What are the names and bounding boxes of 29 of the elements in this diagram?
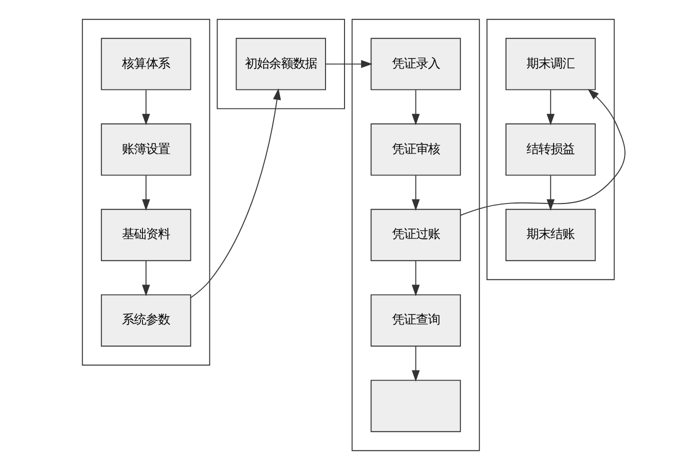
arrow (546, 90, 555, 126)
arrow (546, 175, 555, 211)
node-box: 基础资料 (100, 208, 192, 262)
node-box: 凭证审核 (370, 123, 461, 176)
node-box: 凭证查询 (370, 294, 461, 347)
node-box: 凭证过账 (370, 208, 461, 262)
node-box: 结转损益 (506, 123, 596, 176)
arrow (325, 60, 372, 68)
node-box (370, 380, 461, 432)
node-box: 期末调汇 (506, 38, 596, 90)
arrow (460, 88, 626, 216)
arrow (412, 175, 420, 211)
cluster (486, 18, 615, 280)
arrow (412, 260, 420, 296)
node-box: 初始余额数据 (236, 38, 326, 90)
arrow (142, 90, 150, 126)
arrow (412, 90, 420, 126)
node-box: 期末结账 (506, 208, 596, 262)
arrow (412, 346, 420, 382)
cluster (216, 18, 345, 110)
node-box: 凭证录入 (370, 38, 461, 90)
node-box: 账簿设置 (100, 123, 192, 176)
cluster (352, 18, 480, 452)
arrow (142, 260, 150, 296)
node-box: 核算体系 (100, 38, 192, 90)
arrow (190, 88, 281, 298)
arrow (142, 175, 150, 211)
node-box: 系统参数 (100, 294, 192, 347)
cluster (82, 18, 210, 366)
